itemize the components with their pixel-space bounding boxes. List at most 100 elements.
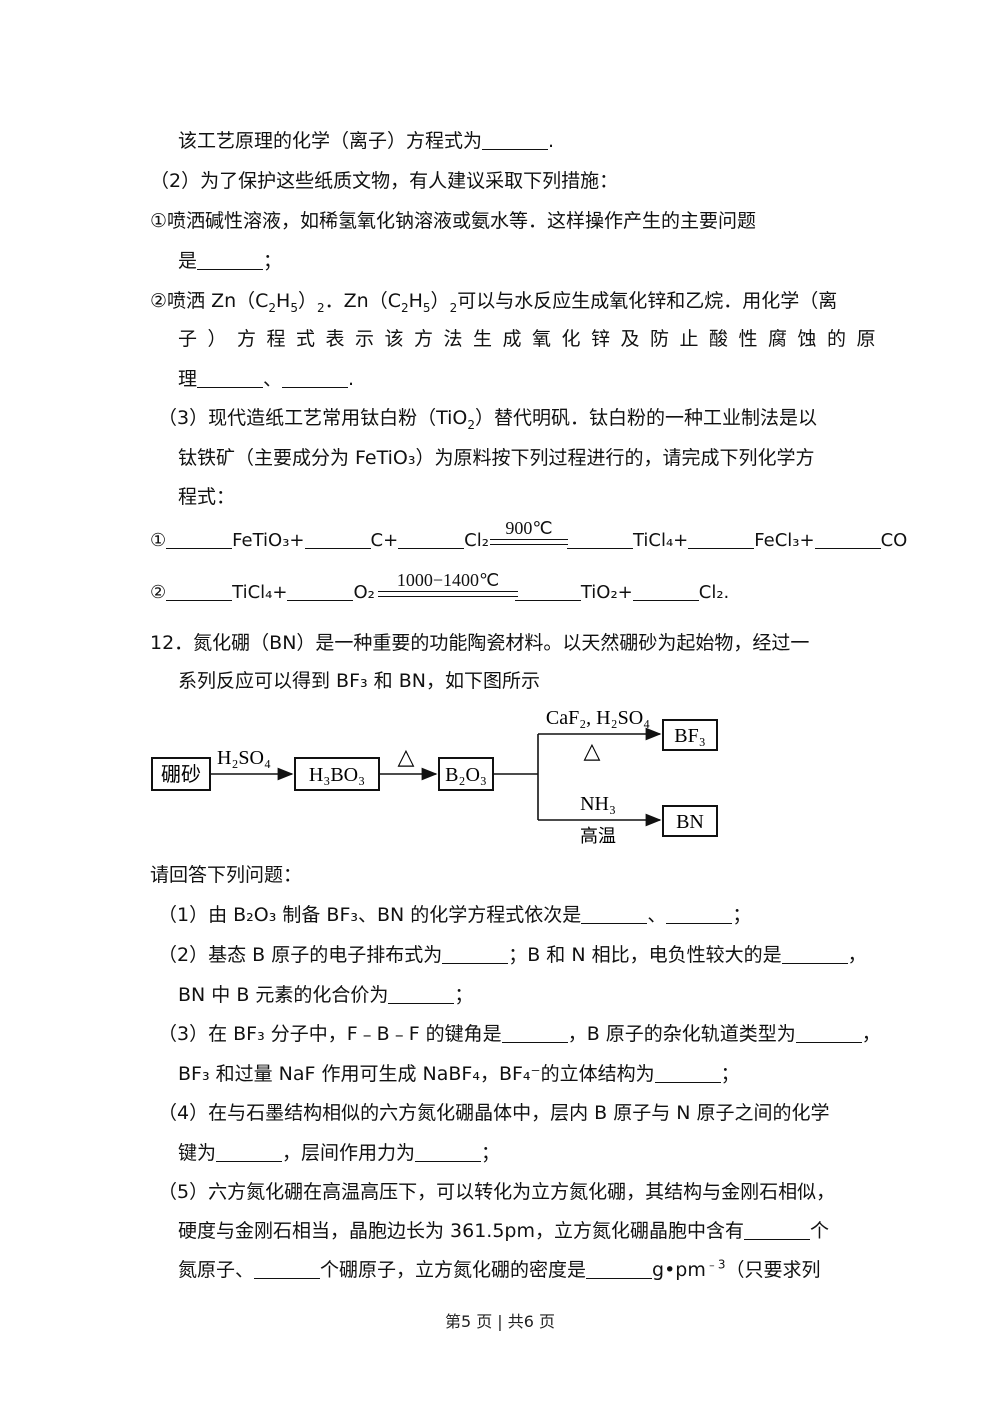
text: ；B 和 N 相比，电负性较大的是 (508, 944, 782, 966)
answer-blank[interactable] (254, 1258, 321, 1279)
text: ） (430, 290, 450, 312)
answer-blank[interactable] (632, 580, 699, 601)
answer-blank[interactable] (287, 580, 354, 601)
answer-blank[interactable] (166, 580, 233, 601)
condition-label: 高温 (580, 826, 616, 847)
text-line: （1）由 B₂O₃ 制备 BF₃、BN 的化学方程式依次是、； (158, 903, 752, 926)
answer-blank[interactable] (744, 1219, 811, 1240)
question-12: 12．氮化硼（BN）是一种重要的功能陶瓷材料。以天然硼砂为起始物，经过一 (150, 630, 809, 656)
text: 12．氮化硼（BN）是一种重要的功能陶瓷材料。以天然硼砂为起始物，经过一 (150, 632, 810, 654)
reaction-condition: 1000−1400℃ (396, 570, 500, 590)
equals-sign (490, 539, 568, 545)
answer-blank[interactable] (781, 943, 848, 964)
text-line: 系列反应可以得到 BF₃ 和 BN，如下图所示 (178, 668, 540, 694)
text-line: 硬度与金刚石相当，晶胞边长为 361.5pm，立方氮化硼晶胞中含有个 (178, 1218, 829, 1244)
text-line: 键为，层间作用力为； (178, 1141, 501, 1164)
answer-blank[interactable] (666, 903, 733, 924)
text-line: （5）六方氮化硼在高温高压下，可以转化为立方氮化硼，其结构与金刚石相似， (158, 1179, 835, 1205)
box-boric-acid: H₃BO₃ (294, 757, 380, 791)
answer-blank[interactable] (654, 1062, 721, 1083)
answer-blank[interactable] (282, 367, 349, 388)
text-line: 子）方程式表示该方法生成氧化锌及防止酸性腐蚀的原 (178, 326, 886, 352)
page-footer: 第5 页 | 共6 页 (444, 1312, 556, 1331)
text: TiCl₄+ (632, 530, 689, 551)
reaction-condition: 900℃ (505, 518, 553, 538)
text: Cl₂. (698, 582, 730, 603)
text: （5）六方氮化硼在高温高压下，可以转化为立方氮化硼，其结构与金刚石相似， (158, 1181, 836, 1203)
text: （1）由 B₂O₃ 制备 BF₃、BN 的化学方程式依次是 (158, 904, 582, 926)
text-line: BF₃ 和过量 NaF 作用可生成 NaBF₄，BF₄⁻的立体结构为； (178, 1062, 740, 1085)
text: 钛铁矿（主要成分为 FeTiO₃）为原料按下列过程进行的，请完成下列化学方 (178, 447, 815, 469)
answer-blank[interactable] (442, 943, 509, 964)
answer-blank[interactable] (388, 983, 455, 1004)
text: 硬度与金刚石相当，晶胞边长为 361.5pm，立方氮化硼晶胞中含有 (178, 1220, 745, 1242)
text: H (408, 290, 423, 312)
text: FeTiO₃+ (232, 530, 305, 551)
answer-blank[interactable] (581, 903, 648, 924)
box-borax: 硼砂 (151, 757, 211, 791)
text: CO (880, 530, 908, 551)
text-line: 该工艺原理的化学（离子）方程式为. (178, 129, 555, 152)
equals-sign (378, 591, 518, 597)
text: 系列反应可以得到 BF₃ 和 BN，如下图所示 (178, 670, 540, 692)
text: 请回答下列问题： (150, 864, 303, 886)
answer-blank[interactable] (501, 1022, 568, 1043)
text-line: 程式： (178, 484, 235, 510)
answer-blank[interactable] (415, 1141, 482, 1162)
text: （3）现代造纸工艺常用钛白粉（TiO (158, 407, 468, 429)
answer-blank[interactable] (197, 367, 264, 388)
answer-blank[interactable] (304, 528, 371, 549)
text: g•pm (652, 1259, 706, 1281)
answer-blank[interactable] (566, 528, 633, 549)
text: 键为 (178, 1142, 217, 1164)
text: ）替代明矾．钛白粉的一种工业制法是以 (475, 407, 818, 429)
reaction-flow-diagram: 硼砂 H₂SO₄ H₃BO₃ △ B₂O₃ CaF₂, H₂SO₄ △ BF₃ … (151, 707, 718, 847)
text-line: ①喷洒碱性溶液，如稀氢氧化钠溶液或氨水等．这样操作产生的主要问题 (150, 208, 756, 234)
text: （4）在与石墨结构相似的六方氮化硼晶体中，层内 B 原子与 N 原子之间的化学 (158, 1102, 830, 1124)
heat-symbol: △ (398, 744, 415, 769)
text: BF₃ 和过量 NaF 作用可生成 NaBF₄，BF₄⁻的立体结构为 (178, 1063, 655, 1085)
heat-symbol: △ (584, 738, 601, 763)
text: FeCl₃+ (754, 530, 815, 551)
text-line: BN 中 B 元素的化合价为； (178, 983, 474, 1006)
text: ．Zn（C (324, 290, 401, 312)
box-boron-oxide: B₂O₃ (438, 757, 494, 791)
reagent-label: NH₃ (580, 793, 616, 815)
text: TiO₂+ (580, 582, 633, 603)
text: 氮原子、 (178, 1259, 255, 1281)
answer-blank[interactable] (795, 1022, 862, 1043)
text-line: （4）在与石墨结构相似的六方氮化硼晶体中，层内 B 原子与 N 原子之间的化学 (158, 1100, 830, 1126)
text: （2）基态 B 原子的电子排布式为 (158, 944, 443, 966)
text-line: 钛铁矿（主要成分为 FeTiO₃）为原料按下列过程进行的，请完成下列化学方 (178, 445, 815, 471)
answer-blank[interactable] (197, 249, 264, 270)
answer-blank[interactable] (398, 528, 465, 549)
text: 程式： (178, 486, 236, 508)
text-line: 理、. (178, 367, 355, 390)
text-line: （3）现代造纸工艺常用钛白粉（TiO2）替代明矾．钛白粉的一种工业制法是以 (158, 407, 818, 432)
text: C+ (370, 530, 399, 551)
text: H (276, 290, 291, 312)
text: ②喷洒 Zn（C (150, 290, 269, 312)
text: （3）在 BF₃ 分子中，F﹣B﹣F 的键角是 (158, 1023, 502, 1045)
answer-blank[interactable] (216, 1141, 283, 1162)
answer-blank[interactable] (688, 528, 755, 549)
box-bf3: BF₃ (662, 719, 718, 751)
text: ①喷洒碱性溶液，如稀氢氧化钠溶液或氨水等．这样操作产生的主要问题 (150, 210, 757, 232)
answer-blank[interactable] (166, 528, 233, 549)
text: 可以与水反应生成氧化锌和乙烷．用化学（离 (457, 290, 838, 312)
box-label: H₃BO₃ (309, 764, 365, 786)
text: （只要求列 (725, 1259, 821, 1281)
text-line: （2）为了保护这些纸质文物，有人建议采取下列措施： (150, 168, 618, 194)
box-label: 硼砂 (161, 763, 201, 786)
box-label: B₂O₃ (445, 764, 487, 786)
answer-blank[interactable] (586, 1258, 653, 1279)
answer-blank[interactable] (814, 528, 881, 549)
box-label: BN (676, 811, 704, 833)
answer-blank[interactable] (482, 129, 549, 150)
text: 个硼原子，立方氮化硼的密度是 (320, 1259, 587, 1281)
answer-blank[interactable] (514, 580, 581, 601)
text: Cl₂ (464, 530, 489, 551)
